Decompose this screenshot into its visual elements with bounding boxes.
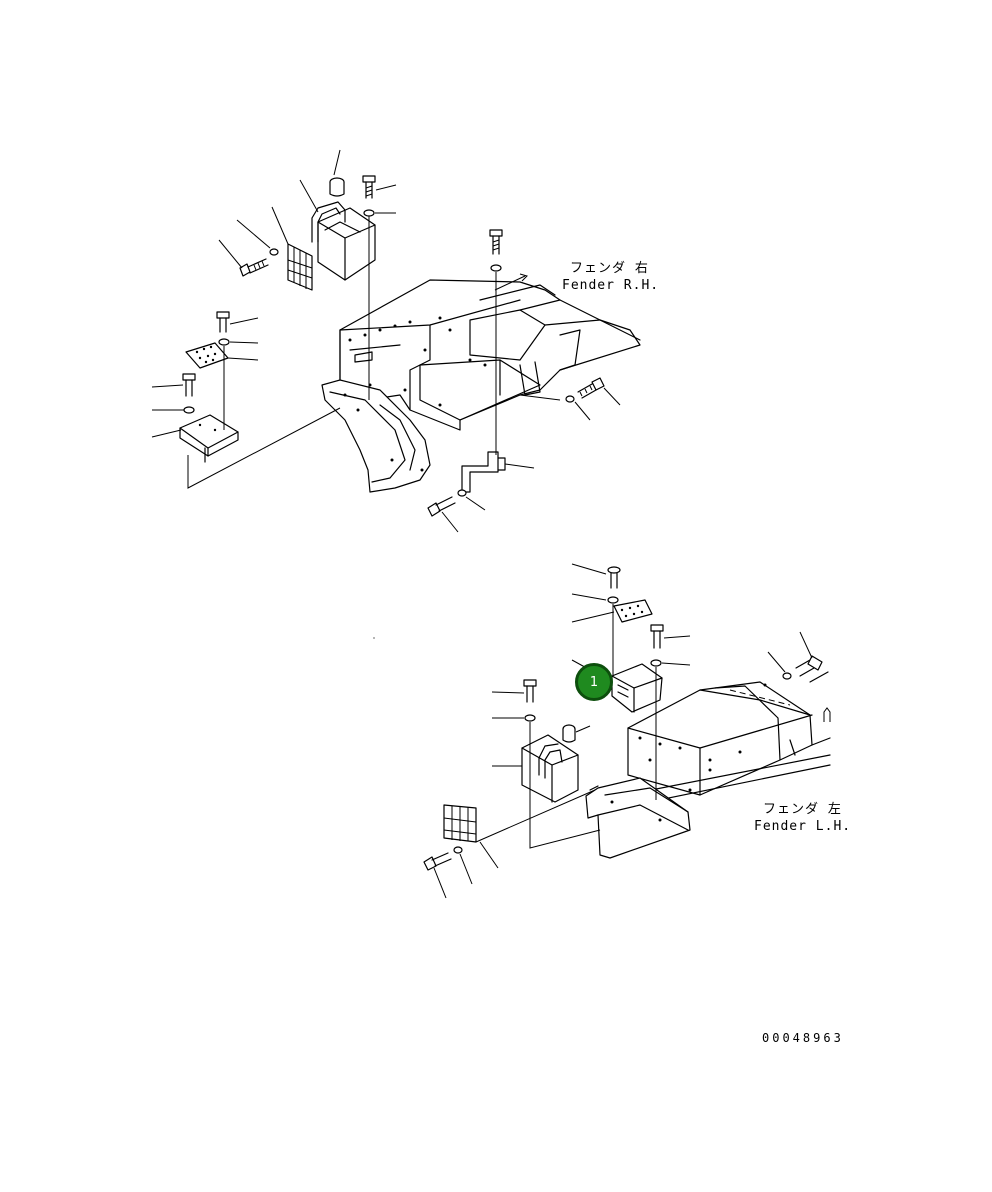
- bolt-center-top: [489, 229, 503, 272]
- grid-plate-top: [287, 243, 313, 291]
- fender-rh-label-jp: フェンダ 右: [570, 261, 649, 276]
- bolt-bottom-upper: [427, 489, 467, 517]
- bolt-left-stack: [179, 311, 239, 463]
- handle-rh: [311, 201, 346, 243]
- cover-box-rh: [317, 207, 376, 281]
- hook-rh: [461, 451, 499, 493]
- bolt-lower-left: [523, 679, 537, 722]
- fender-rh-label-en: Fender R.H.: [562, 278, 660, 293]
- side-plate-lh: [585, 777, 691, 859]
- callout-badge[interactable]: 1: [575, 663, 613, 701]
- grid-plate-lower: [613, 599, 653, 623]
- bolt-lower-bottom: [423, 846, 463, 871]
- lower-assembly: [423, 563, 831, 899]
- bolt-left-upper: [239, 248, 279, 277]
- fender-lh-label-jp: フェンダ 左: [763, 802, 842, 817]
- bolt-lower-mid: [650, 624, 664, 667]
- drawing-number: 00048963: [762, 1031, 844, 1045]
- cover-box-lh: [521, 734, 579, 803]
- upper-assembly: [151, 149, 641, 533]
- fender-lh-label-en: Fender L.H.: [754, 819, 852, 834]
- bracket-lh-top: [611, 663, 663, 713]
- screw-lower-top: [607, 566, 621, 604]
- bolt-lower-right: [782, 655, 823, 680]
- step-bracket-rh: [321, 379, 431, 493]
- bolt-top-right: [362, 175, 376, 217]
- handle-lh: [544, 749, 563, 779]
- arrow-up-icon: [823, 707, 831, 722]
- bolt-right-upper: [565, 377, 605, 403]
